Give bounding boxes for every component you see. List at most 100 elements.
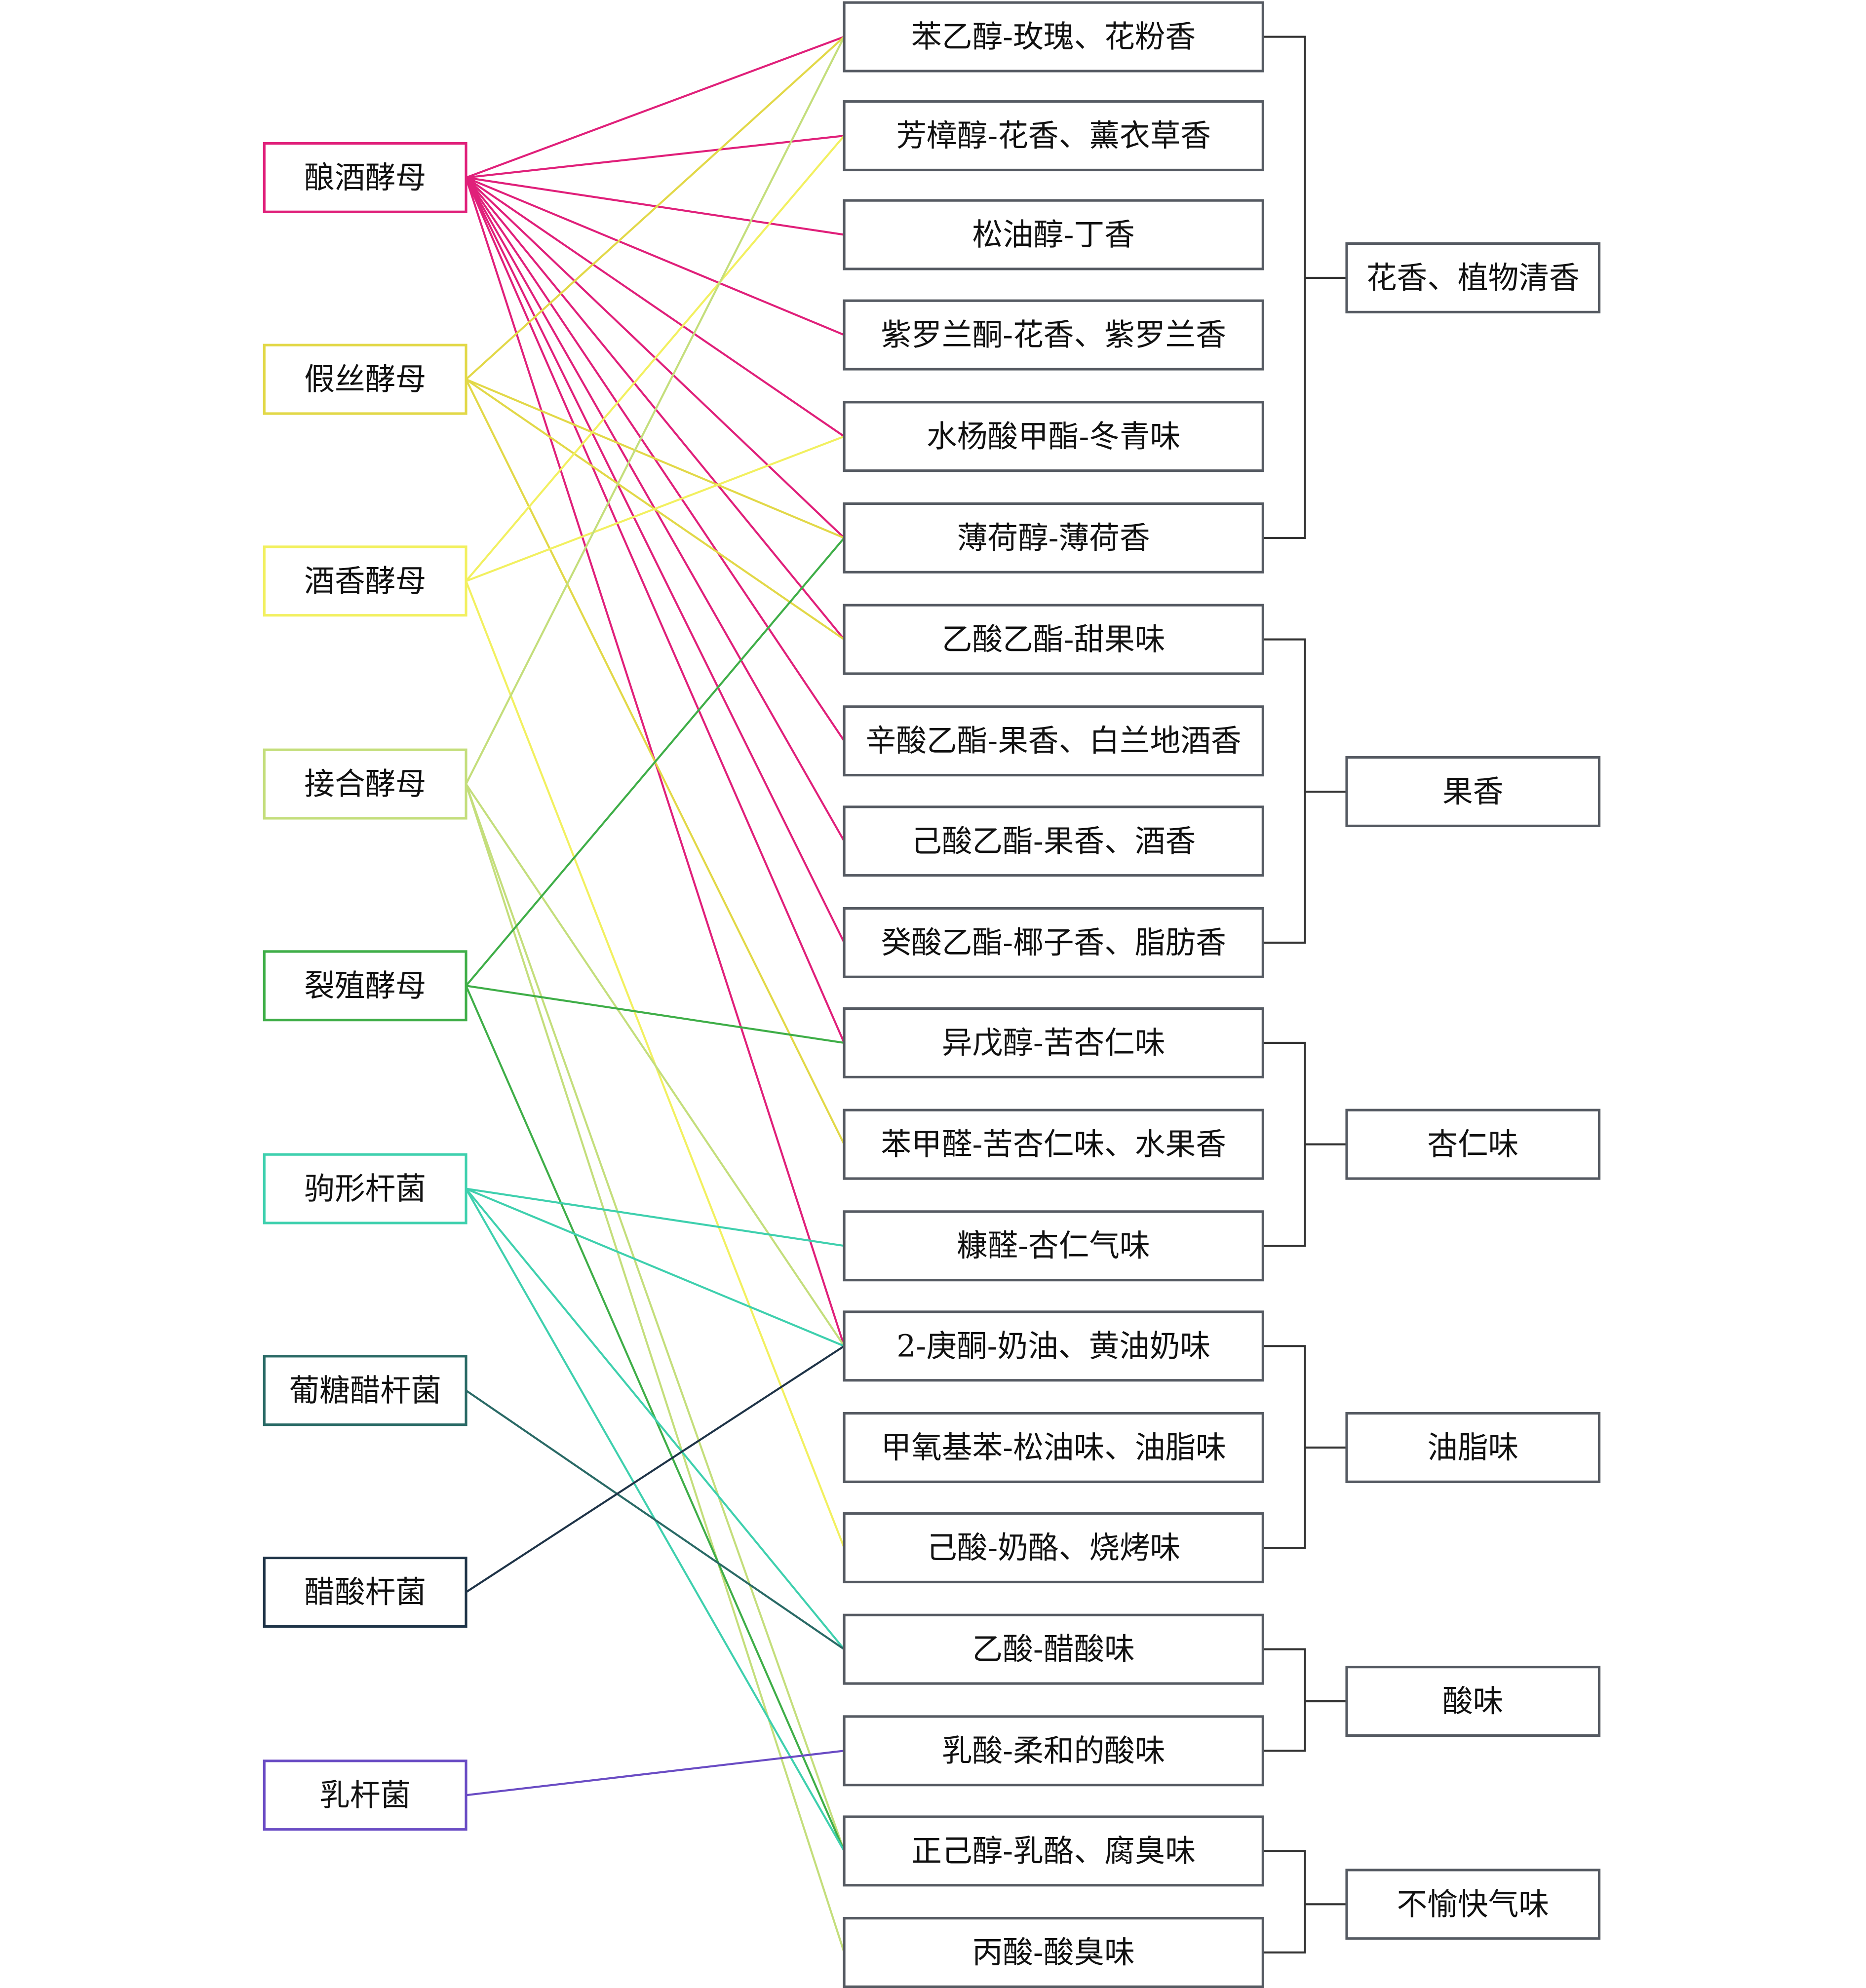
- link-2-1: [465, 135, 845, 582]
- link-0-3: [466, 176, 845, 336]
- category-box: 杏仁味: [1345, 1109, 1601, 1180]
- compound-box: 甲氧基苯-松油味、油脂味: [843, 1412, 1264, 1483]
- microbe-box-frame: [263, 344, 467, 415]
- microbe-box-frame: [263, 1759, 467, 1831]
- microbe-box-frame: [263, 1153, 467, 1224]
- compound-box-frame: [843, 1109, 1264, 1180]
- compound-box-label: 苯甲醛-苦杏仁味、水果香: [881, 1127, 1226, 1162]
- compound-box-label: 苯乙醇-玫瑰、花粉香: [911, 19, 1196, 55]
- microbe-box: 酒香酵母: [263, 545, 467, 617]
- compound-box-frame: [843, 401, 1264, 472]
- compound-box-label: 水杨酸甲酯-冬青味: [927, 419, 1180, 454]
- category-box-label: 不愉快气味: [1397, 1886, 1549, 1922]
- compound-box: 松油醇-丁香: [843, 199, 1264, 270]
- microbe-box-frame: [263, 748, 467, 820]
- compound-box: 紫罗兰酮-花香、紫罗兰香: [843, 299, 1264, 371]
- category-box-label: 果香: [1442, 774, 1503, 809]
- compound-box-frame: [843, 199, 1264, 270]
- link-0-2: [466, 176, 845, 236]
- microbe-box: 裂殖酵母: [263, 950, 467, 1022]
- microbe-box-label: 葡糖醋杆菌: [289, 1373, 441, 1408]
- compound-box: 异戊醇-苦杏仁味: [843, 1007, 1264, 1078]
- compound-box: 己酸-奶酪、烧烤味: [843, 1512, 1264, 1584]
- compound-box: 苯乙醇-玫瑰、花粉香: [843, 1, 1264, 73]
- link-3-0: [465, 36, 845, 785]
- compound-box-label: 癸酸乙酯-椰子香、脂肪香: [881, 925, 1226, 960]
- microbe-box-label: 裂殖酵母: [304, 968, 426, 1003]
- compound-box-frame: [843, 1715, 1264, 1787]
- microbe-box-frame: [263, 1557, 467, 1628]
- compound-box-label: 丙酸-酸臭味: [972, 1935, 1135, 1970]
- compound-box-label: 乳酸-柔和的酸味: [942, 1733, 1166, 1768]
- compound-box-label: 己酸乙酯-果香、酒香: [911, 823, 1196, 859]
- microbe-box-label: 假丝酵母: [304, 362, 426, 397]
- link-1-0: [465, 36, 845, 381]
- compound-box-label: 糠醛-杏仁气味: [957, 1228, 1150, 1263]
- compound-box-frame: [843, 100, 1264, 172]
- link-4-10: [466, 985, 845, 1044]
- compound-box-frame: [843, 502, 1264, 573]
- link-3-19: [465, 783, 846, 1953]
- microbe-box-label: 醋酸杆菌: [304, 1574, 426, 1610]
- microbe-box: 葡糖醋杆菌: [263, 1355, 467, 1426]
- microbe-box-frame: [263, 1355, 467, 1426]
- compound-box-frame: [843, 705, 1264, 777]
- microbe-box-label: 驹形杆菌: [304, 1171, 426, 1207]
- category-box: 花香、植物清香: [1345, 242, 1601, 313]
- link-0-1: [466, 135, 845, 179]
- compound-box: 辛酸乙酯-果香、白兰地酒香: [843, 705, 1264, 777]
- link-0-9: [465, 177, 845, 943]
- compound-box-frame: [843, 299, 1264, 371]
- microbe-box-label: 乳杆菌: [319, 1777, 411, 1813]
- link-0-4: [465, 177, 845, 437]
- category-box-label: 酸味: [1442, 1683, 1503, 1719]
- link-2-4: [466, 435, 845, 582]
- category-box-label: 杏仁味: [1427, 1127, 1518, 1162]
- microbe-box-frame: [263, 142, 467, 213]
- compound-box: 水杨酸甲酯-冬青味: [843, 401, 1264, 472]
- category-box-label: 花香、植物清香: [1366, 260, 1580, 296]
- bracket-1: [1263, 638, 1347, 944]
- compound-box: 2-庚酮-奶油、黄油奶味: [843, 1310, 1264, 1382]
- compound-box-frame: [843, 604, 1264, 675]
- microbe-box: 酿酒酵母: [263, 142, 467, 213]
- category-box-frame: [1345, 1869, 1601, 1940]
- compound-box-label: 松油醇-丁香: [972, 217, 1135, 253]
- compound-box: 己酸乙酯-果香、酒香: [843, 805, 1264, 877]
- link-5-12: [466, 1187, 845, 1247]
- microbe-box-label: 酿酒酵母: [304, 160, 426, 195]
- link-7-13: [465, 1345, 845, 1593]
- compound-box-label: 异戊醇-苦杏仁味: [942, 1025, 1166, 1061]
- category-box-frame: [1345, 242, 1601, 313]
- compound-box: 苯甲醛-苦杏仁味、水果香: [843, 1109, 1264, 1180]
- link-3-13: [465, 783, 845, 1347]
- microbe-box-label: 接合酵母: [304, 766, 426, 802]
- compound-box-frame: [843, 1815, 1264, 1887]
- microbe-box-label: 酒香酵母: [304, 563, 426, 599]
- compound-box: 癸酸乙酯-椰子香、脂肪香: [843, 907, 1264, 978]
- category-box: 油脂味: [1345, 1412, 1601, 1483]
- category-box-label: 油脂味: [1427, 1430, 1518, 1465]
- compound-box-label: 己酸-奶酪、烧烤味: [927, 1530, 1180, 1566]
- compound-box-label: 甲氧基苯-松油味、油脂味: [881, 1430, 1226, 1465]
- compound-box-frame: [843, 1613, 1264, 1685]
- compound-box: 正己醇-乳酪、腐臭味: [843, 1815, 1264, 1887]
- compound-box-label: 芳樟醇-花香、薰衣草香: [896, 118, 1211, 153]
- compound-box-frame: [843, 1007, 1264, 1078]
- compound-box: 乙酸乙酯-甜果味: [843, 604, 1264, 675]
- compound-box-frame: [843, 1310, 1264, 1382]
- category-box: 酸味: [1345, 1666, 1601, 1737]
- microbe-box-frame: [263, 950, 467, 1022]
- microbe-box: 乳杆菌: [263, 1759, 467, 1831]
- link-8-17: [466, 1750, 845, 1797]
- compound-box: 乙酸-醋酸味: [843, 1613, 1264, 1685]
- link-1-5: [466, 378, 845, 539]
- bracket-5: [1263, 1850, 1347, 1954]
- compound-box-label: 紫罗兰酮-花香、紫罗兰香: [881, 317, 1226, 353]
- compound-box-label: 乙酸-醋酸味: [972, 1632, 1135, 1667]
- link-0-0: [466, 36, 845, 179]
- compound-box: 糠醛-杏仁气味: [843, 1210, 1264, 1282]
- microbe-box: 醋酸杆菌: [263, 1557, 467, 1628]
